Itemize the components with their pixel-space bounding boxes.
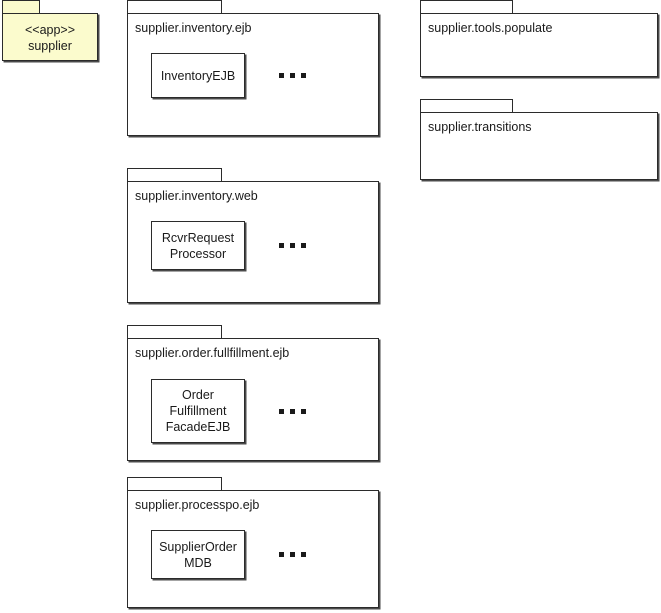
class-label-line: SupplierOrder — [159, 539, 237, 554]
package-body: <<app>> supplier — [2, 13, 98, 61]
package-tab — [420, 99, 513, 112]
ellipsis-icon — [279, 243, 306, 248]
package-label: supplier.processpo.ejb — [135, 498, 260, 512]
package-supplier-inventory-web[interactable]: supplier.inventory.web RcvrRequest Proce… — [127, 168, 379, 304]
ellipsis-icon — [279, 409, 306, 414]
package-tab — [127, 325, 222, 338]
class-label-line: FacadeEJB — [165, 420, 231, 434]
class-label-line: RcvrRequest — [161, 230, 235, 245]
class-label-line: Fulfillment — [169, 404, 227, 418]
class-box[interactable]: SupplierOrder MDB — [151, 530, 245, 579]
class-box[interactable]: InventoryEJB — [151, 53, 245, 98]
package-label: supplier.transitions — [428, 120, 532, 134]
package-app-supplier[interactable]: <<app>> supplier — [2, 0, 98, 62]
package-tab — [127, 0, 222, 13]
package-label: supplier.order.fullfillment.ejb — [135, 346, 290, 360]
class-label-line: Processor — [169, 246, 227, 261]
class-label-line: MDB — [184, 555, 212, 570]
package-body: supplier.order.fullfillment.ejb Order Fu… — [127, 338, 379, 461]
class-box[interactable]: RcvrRequest Processor — [151, 221, 245, 270]
package-label: supplier.inventory.web — [135, 189, 258, 203]
package-body: supplier.inventory.web RcvrRequest Proce… — [127, 181, 379, 303]
package-body: supplier.transitions — [420, 112, 658, 180]
ellipsis-icon — [279, 552, 306, 557]
package-body: supplier.inventory.ejb InventoryEJB — [127, 13, 379, 136]
package-body: supplier.processpo.ejb SupplierOrder MDB — [127, 490, 379, 608]
package-tab — [420, 0, 513, 13]
package-tab — [2, 0, 40, 13]
package-tab — [127, 477, 222, 490]
package-supplier-order-fullfillment-ejb[interactable]: supplier.order.fullfillment.ejb Order Fu… — [127, 325, 379, 462]
app-package-stereotype: <<app>> — [24, 23, 76, 37]
package-label: supplier.tools.populate — [428, 21, 553, 35]
class-label: RcvrRequest Processor — [158, 230, 238, 262]
package-supplier-processpo-ejb[interactable]: supplier.processpo.ejb SupplierOrder MDB — [127, 477, 379, 609]
package-tab — [127, 168, 222, 181]
app-package-name: supplier — [28, 39, 72, 53]
package-label: supplier.inventory.ejb — [135, 21, 252, 35]
class-label: SupplierOrder MDB — [155, 539, 241, 571]
class-box[interactable]: Order Fulfillment FacadeEJB — [151, 379, 245, 443]
ellipsis-icon — [279, 73, 306, 78]
class-label-line: Order — [182, 388, 214, 402]
class-label: Order Fulfillment FacadeEJB — [162, 387, 235, 435]
class-label: InventoryEJB — [160, 68, 236, 83]
package-supplier-tools-populate[interactable]: supplier.tools.populate — [420, 0, 658, 78]
package-body: supplier.tools.populate — [420, 13, 658, 77]
package-supplier-transitions[interactable]: supplier.transitions — [420, 99, 658, 181]
package-supplier-inventory-ejb[interactable]: supplier.inventory.ejb InventoryEJB — [127, 0, 379, 137]
